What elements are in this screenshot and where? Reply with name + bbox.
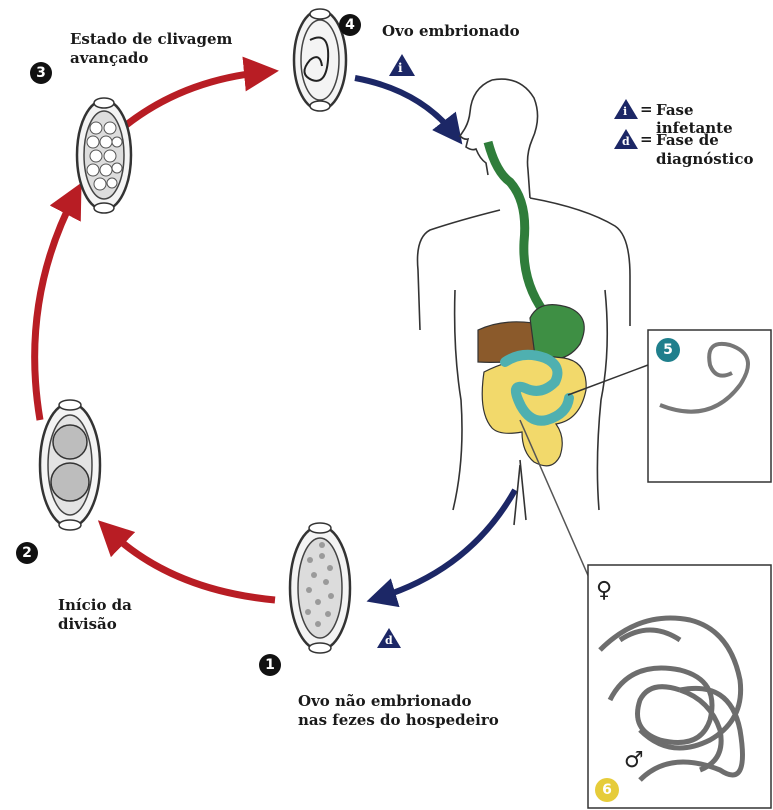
- marker-diagnostic-letter: d: [385, 632, 393, 650]
- male-symbol-icon: ♂: [624, 748, 644, 773]
- large-intestine: [482, 357, 586, 466]
- esophagus: [488, 142, 544, 312]
- human-body-icon: [418, 79, 631, 525]
- egg-icon-stage-2: [40, 400, 100, 530]
- arrow-2-to-3: [35, 195, 75, 420]
- label-stage-2-line2: divisão: [58, 615, 117, 633]
- legend-i-letter: i: [623, 103, 627, 121]
- stage-number-1: 1: [259, 654, 281, 676]
- arrow-4-to-human: [355, 78, 455, 135]
- stage-number-6: 6: [595, 778, 619, 802]
- egg-icon-stage-3: [77, 98, 131, 213]
- label-stage-2-line1: Início da: [58, 596, 132, 614]
- arrow-human-to-1: [378, 490, 515, 598]
- label-stage-1-line2: nas fezes do hospedeiro: [298, 711, 499, 729]
- legend-diag-line2: diagnóstico: [656, 150, 754, 168]
- label-stage-4: Ovo embrionado: [382, 22, 520, 40]
- legend-eq-2: =: [640, 130, 653, 148]
- arrow-3-to-4: [120, 72, 265, 130]
- female-symbol-icon: ♀: [596, 578, 612, 603]
- stage-number-2: 2: [16, 542, 38, 564]
- legend-d-letter: d: [622, 133, 630, 151]
- legend-eq-1: =: [640, 100, 653, 118]
- inset-box-6: [588, 565, 771, 808]
- stage-number-3: 3: [30, 62, 52, 84]
- label-stage-1-line1: Ovo não embrionado: [298, 692, 472, 710]
- arrow-1-to-2: [108, 530, 275, 600]
- marker-infective-letter: i: [398, 59, 403, 77]
- legend-diag-line1: Fase de: [656, 131, 719, 149]
- label-stage-3-line1: Estado de clivagem: [70, 30, 232, 48]
- stage-number-5: 5: [656, 338, 680, 362]
- egg-icon-stage-1: [290, 523, 350, 653]
- stage-number-4: 4: [339, 14, 361, 36]
- label-stage-3-line2: avançado: [70, 49, 148, 67]
